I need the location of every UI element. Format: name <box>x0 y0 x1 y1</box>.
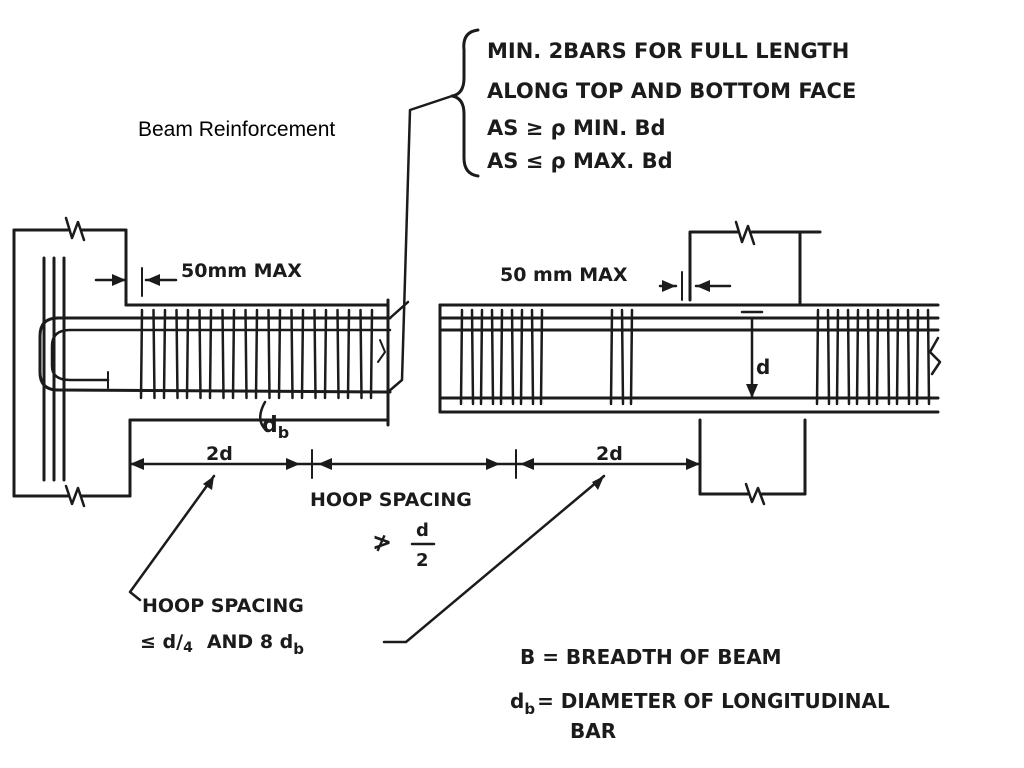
note-line-1: MIN. 2BARS FOR FULL LENGTH <box>487 39 849 63</box>
hoop-spacing-end-label: HOOP SPACING <box>142 595 304 617</box>
hoop-line <box>369 308 374 400</box>
hoop-line <box>609 308 614 406</box>
hoop-line <box>875 308 880 406</box>
two-d-left-label: 2d <box>206 443 233 465</box>
hoop-line <box>499 308 504 406</box>
hoop-line <box>846 308 851 406</box>
hoop-line <box>629 308 634 406</box>
hoops-left <box>139 308 374 400</box>
end-hoop-leader-right <box>382 474 606 644</box>
not-greater-symbol: ≯ <box>372 528 392 556</box>
beam-left-span <box>38 298 392 427</box>
max-right-label: 50 mm MAX <box>500 264 628 286</box>
hoop-line <box>479 308 484 406</box>
max-left-label: 50mm MAX <box>181 260 302 282</box>
note-brace <box>450 28 480 178</box>
hoop-line <box>906 308 911 406</box>
hoop-line <box>866 308 871 406</box>
two-d-right-label: 2d <box>596 443 623 465</box>
beam-right-span: d <box>438 220 942 506</box>
hoop-line <box>162 308 167 400</box>
legend-diameter: db= DIAMETER OF LONGITUDINAL <box>510 689 890 718</box>
hoop-line <box>152 308 156 400</box>
note-leader-top-tick <box>388 300 410 320</box>
note-leader <box>386 94 454 394</box>
hoop-line <box>254 308 259 400</box>
d-dimension-label: d <box>756 355 770 379</box>
hoop-line <box>221 308 225 400</box>
hoop-line <box>620 308 625 406</box>
legend-breadth: B = BREADTH OF BEAM <box>520 645 782 669</box>
hoop-line <box>815 308 820 406</box>
hoop-line <box>267 308 271 400</box>
note-line-3: AS ≥ ρ MIN. Bd <box>487 116 666 140</box>
hoop-line <box>336 308 340 400</box>
hoop-line <box>826 308 831 406</box>
note-line-2: ALONG TOP AND BOTTOM FACE <box>487 79 856 103</box>
hoop-line <box>175 308 179 400</box>
hoop-line <box>277 308 282 400</box>
hoop-line <box>510 308 515 406</box>
hoop-line <box>490 308 495 406</box>
hoop-line <box>519 308 524 406</box>
hoop-line <box>290 308 294 400</box>
hoop-line <box>185 308 190 400</box>
hoop-line <box>346 308 351 400</box>
hoop-line <box>231 308 236 400</box>
end-hoop-leader-left <box>128 474 216 602</box>
hoop-line <box>459 308 464 406</box>
hoop-line <box>208 308 213 400</box>
hoop-line <box>530 308 535 406</box>
hoop-spacing-mid-label: HOOP SPACING <box>310 489 472 511</box>
hoop-line <box>895 308 900 406</box>
fraction-numerator: d <box>416 520 429 541</box>
hoop-line <box>313 308 317 400</box>
hoop-line <box>915 308 920 406</box>
hoop-line <box>926 308 931 406</box>
hoop-line <box>244 308 248 400</box>
db-label: db <box>262 413 289 442</box>
hoops-right <box>459 308 931 406</box>
hoop-line <box>198 308 202 400</box>
diagram-title: Beam Reinforcement <box>138 118 336 141</box>
hoop-line <box>359 308 363 400</box>
left-column <box>12 216 132 508</box>
hoop-line <box>139 308 144 400</box>
fraction-denominator: 2 <box>416 550 429 571</box>
hoop-line <box>470 308 475 406</box>
hoop-line <box>300 308 305 400</box>
legend-diameter-line2: BAR <box>570 719 616 743</box>
hoop-line <box>835 308 840 406</box>
hoop-line <box>539 308 544 406</box>
hoop-line <box>323 308 328 400</box>
note-line-4: AS ≤ ρ MAX. Bd <box>487 149 673 173</box>
hoop-line <box>855 308 860 406</box>
hoop-line <box>886 308 891 406</box>
